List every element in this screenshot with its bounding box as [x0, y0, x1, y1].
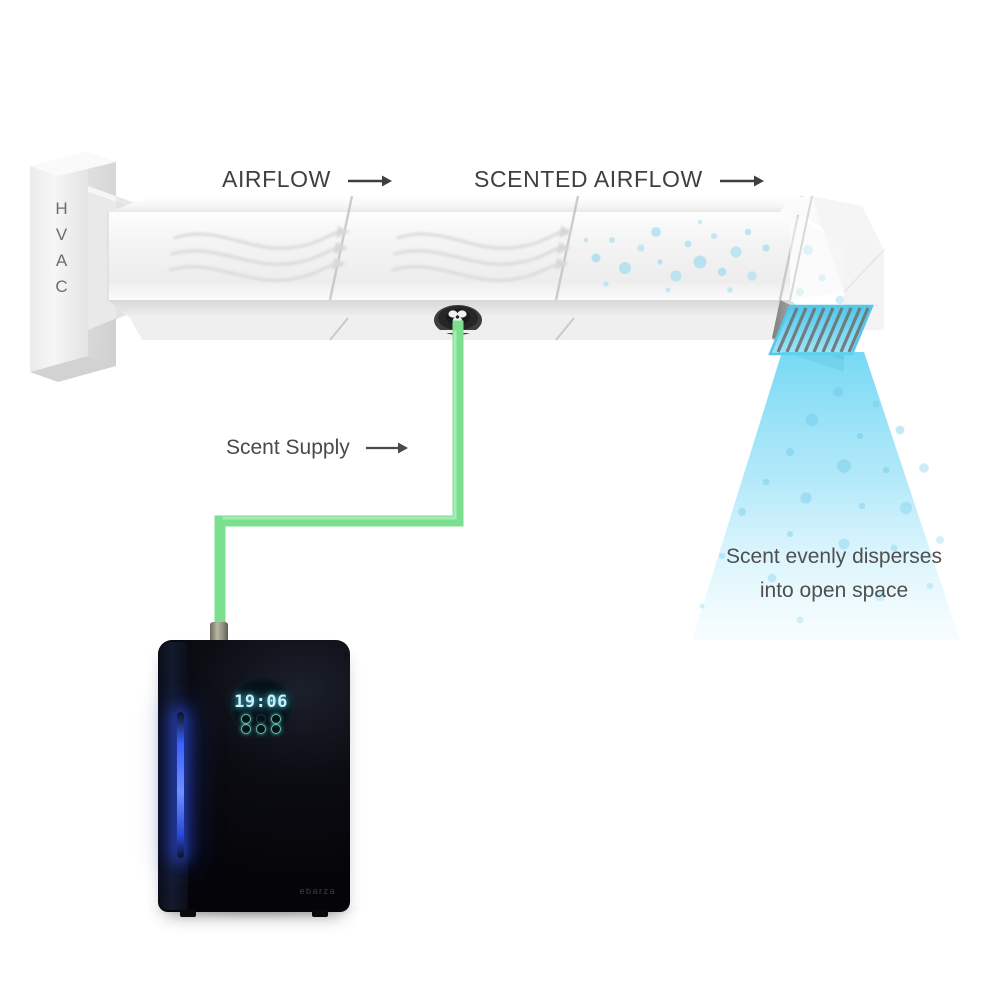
scent-supply-label-text: Scent Supply: [226, 436, 350, 459]
device-time-readout: 19:06: [234, 692, 288, 712]
device-foot-left: [180, 910, 196, 917]
settings-icon[interactable]: [271, 714, 281, 724]
scented-airflow-label-text: SCENTED AIRFLOW: [474, 166, 703, 192]
arrow-right-icon: [365, 442, 408, 454]
scent-diffuser-device[interactable]: 19:06 ebarza: [158, 640, 350, 917]
down-icon[interactable]: [271, 724, 281, 734]
menu-icon[interactable]: [256, 724, 266, 734]
scented-airflow-label: SCENTED AIRFLOW: [474, 166, 764, 193]
hvac-letter-v: V: [55, 225, 69, 244]
device-brand-logo: ebarza: [299, 886, 336, 896]
device-button-row-top[interactable]: [230, 714, 292, 724]
airflow-label-text: AIRFLOW: [222, 166, 331, 192]
scent-supply-label: Scent Supply: [226, 436, 408, 460]
scent-supply-tube-highlight: [222, 330, 457, 520]
hvac-letter-a: A: [55, 251, 69, 270]
scent-spray-cone: [692, 352, 960, 640]
device-led-strip: [177, 712, 184, 858]
arrow-right-icon: [719, 175, 764, 187]
hvac-letter-h: H: [55, 199, 69, 218]
device-display[interactable]: 19:06: [230, 676, 292, 738]
indicator-dot-icon: [256, 714, 266, 724]
device-button-row-bottom[interactable]: [230, 724, 292, 734]
scent-supply-tube: [214, 320, 464, 642]
hvac-letter-c: C: [55, 277, 69, 296]
device-hose-port: [210, 622, 228, 644]
power-icon[interactable]: [241, 714, 251, 724]
dispersion-caption: Scent evenly disperses into open space: [688, 540, 980, 608]
airflow-waves-segment-1: [168, 226, 350, 283]
dispersion-caption-line1: Scent evenly disperses: [726, 545, 942, 568]
arrow-right-icon: [347, 175, 392, 187]
dispersion-caption-line2: into open space: [759, 579, 909, 602]
up-icon[interactable]: [241, 724, 251, 734]
hvac-label: H V A C: [44, 196, 80, 300]
airflow-waves-segment-2: [391, 226, 573, 283]
device-foot-right: [312, 910, 328, 917]
airflow-label: AIRFLOW: [222, 166, 392, 193]
